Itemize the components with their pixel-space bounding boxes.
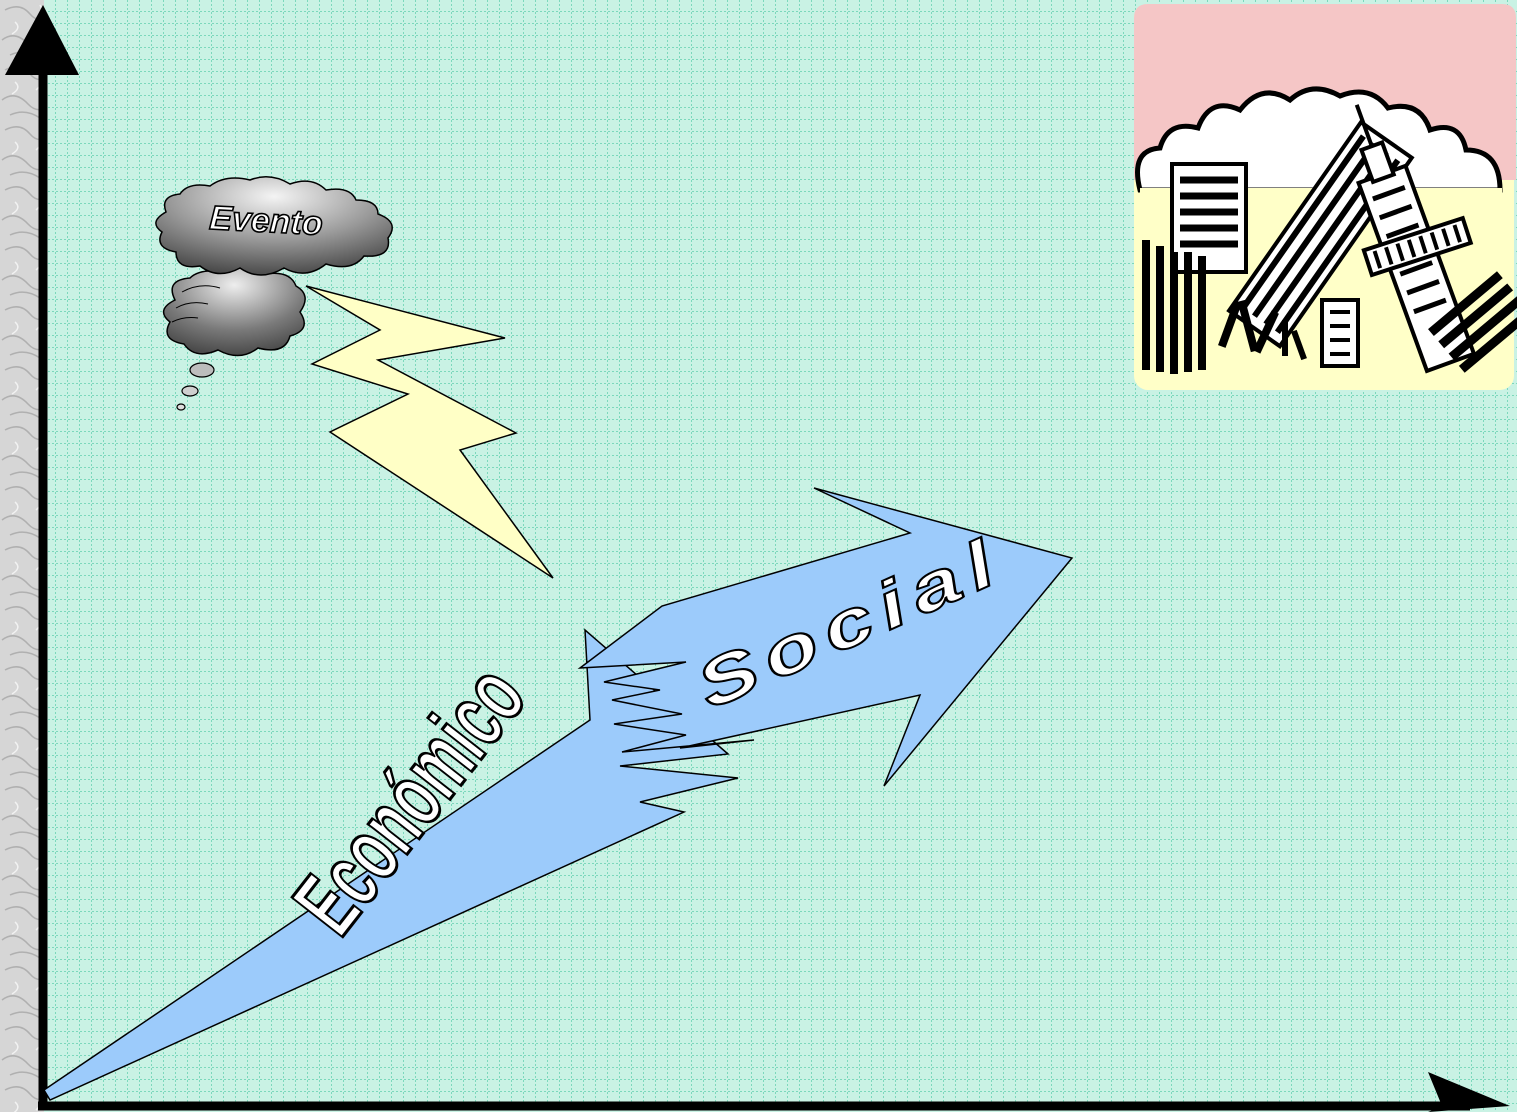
cloud-label: Evento — [208, 199, 323, 243]
falling-city-clipart-icon — [1134, 4, 1517, 390]
